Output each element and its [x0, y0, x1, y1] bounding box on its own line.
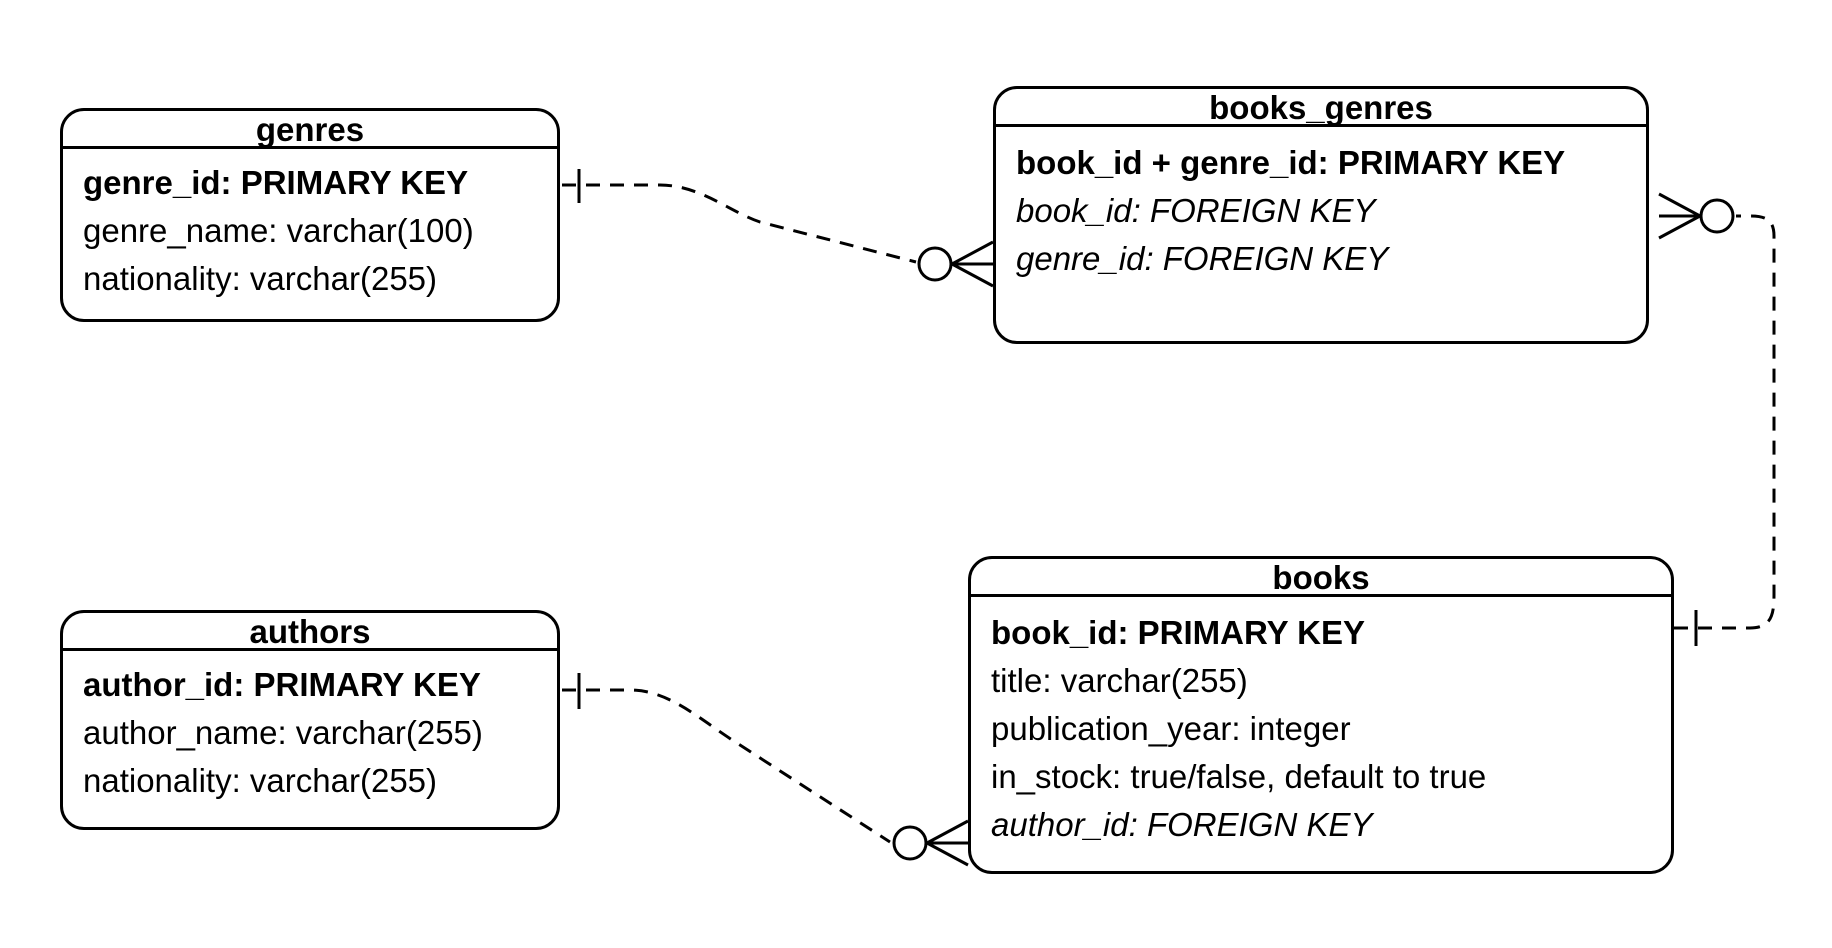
many-marker	[1658, 192, 1701, 218]
foreign-key-attribute: author_id: FOREIGN KEY	[991, 806, 1373, 843]
many-marker	[926, 819, 969, 845]
attribute: nationality: varchar(255)	[83, 762, 438, 799]
many-marker	[951, 240, 994, 266]
entity-genres: genres genre_id: PRIMARY KEY genre_name:…	[60, 108, 560, 322]
entity-title: books	[971, 559, 1671, 597]
many-marker	[1658, 214, 1701, 240]
zero-marker	[892, 825, 928, 861]
attribute-list: book_id + genre_id: PRIMARY KEY book_id:…	[996, 127, 1646, 283]
relationship-authors-books	[562, 673, 969, 867]
foreign-key-attribute: book_id: FOREIGN KEY	[1016, 192, 1376, 229]
relationship-line	[562, 183, 917, 264]
many-marker	[926, 841, 969, 867]
entity-books: books book_id: PRIMARY KEY title: varcha…	[968, 556, 1674, 874]
attribute-list: author_id: PRIMARY KEY author_name: varc…	[63, 651, 557, 805]
many-marker	[951, 262, 994, 288]
attribute-list: book_id: PRIMARY KEY title: varchar(255)…	[971, 597, 1671, 849]
relationship-books-books-genres	[1658, 192, 1776, 646]
entity-authors: authors author_id: PRIMARY KEY author_na…	[60, 610, 560, 830]
entity-title: authors	[63, 613, 557, 651]
entity-title: books_genres	[996, 89, 1646, 127]
attribute: genre_name: varchar(100)	[83, 212, 474, 249]
attribute: nationality: varchar(255)	[83, 260, 438, 297]
relationship-line	[1674, 214, 1776, 630]
attribute: in_stock: true/false, default to true	[991, 758, 1487, 795]
primary-key-attribute: author_id: PRIMARY KEY	[83, 666, 481, 703]
entity-title: genres	[63, 111, 557, 149]
attribute: author_name: varchar(255)	[83, 714, 483, 751]
zero-marker	[1699, 198, 1735, 234]
attribute-list: genre_id: PRIMARY KEY genre_name: varcha…	[63, 149, 557, 303]
entity-books-genres: books_genres book_id + genre_id: PRIMARY…	[993, 86, 1649, 344]
relationship-genres-books-genres	[562, 169, 994, 288]
foreign-key-attribute: genre_id: FOREIGN KEY	[1016, 240, 1389, 277]
relationship-line	[562, 688, 891, 844]
primary-key-attribute: genre_id: PRIMARY KEY	[83, 164, 469, 201]
primary-key-attribute: book_id: PRIMARY KEY	[991, 614, 1366, 651]
attribute: publication_year: integer	[991, 710, 1351, 747]
zero-marker	[917, 246, 953, 282]
primary-key-attribute: book_id + genre_id: PRIMARY KEY	[1016, 144, 1566, 181]
attribute: title: varchar(255)	[991, 662, 1248, 699]
